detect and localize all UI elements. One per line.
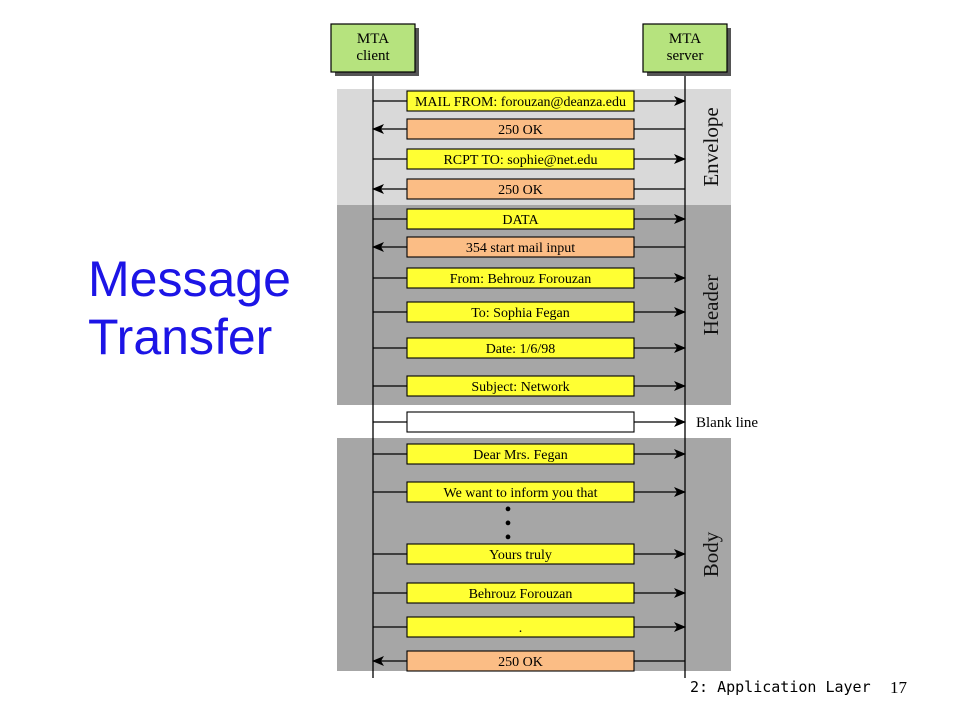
slide-title: Message Transfer bbox=[88, 250, 328, 366]
section-label-body: Body bbox=[699, 531, 723, 577]
section-label-header: Header bbox=[699, 275, 723, 336]
message-text: Yours truly bbox=[489, 548, 552, 563]
mta-client-label-line: MTA bbox=[357, 31, 389, 47]
mta-client-box bbox=[330, 23, 416, 73]
message-box bbox=[406, 543, 635, 565]
message-box bbox=[406, 443, 635, 465]
message-text: . bbox=[519, 621, 523, 636]
message-text: Behrouz Forouzan bbox=[469, 587, 573, 602]
message-box bbox=[406, 90, 635, 112]
message-text: DATA bbox=[502, 213, 539, 228]
ellipsis-dot: • bbox=[504, 527, 511, 549]
message-text: 250 OK bbox=[498, 123, 543, 138]
message-box bbox=[406, 481, 635, 503]
message-blank-line bbox=[373, 411, 686, 433]
message-box bbox=[406, 650, 635, 672]
message-box bbox=[406, 236, 635, 258]
message-box bbox=[406, 178, 635, 200]
footer-chapter-label: 2: Application Layer bbox=[690, 678, 871, 696]
message-text: RCPT TO: sophie@net.edu bbox=[443, 153, 597, 168]
message-box bbox=[406, 616, 635, 638]
message-command: MAIL FROM: forouzan@deanza.edu bbox=[373, 90, 686, 112]
message-text: We want to inform you that bbox=[443, 486, 597, 501]
message-reply: 250 OK bbox=[372, 650, 685, 672]
slide-title-line-1: Message bbox=[88, 251, 291, 307]
section-label-envelope: Envelope bbox=[699, 107, 723, 186]
message-command: Dear Mrs. Fegan bbox=[373, 443, 686, 465]
slide-title-line-2: Transfer bbox=[88, 309, 273, 365]
message-text: 250 OK bbox=[498, 183, 543, 198]
message-text: Dear Mrs. Fegan bbox=[473, 448, 567, 463]
message-box bbox=[406, 301, 635, 323]
message-box bbox=[406, 375, 635, 397]
mta-server-label-line: MTA bbox=[669, 31, 701, 47]
message-command: Date: 1/6/98 bbox=[373, 337, 686, 359]
blank-line-label: Blank line bbox=[696, 415, 758, 431]
ellipsis-dot: • bbox=[504, 499, 511, 521]
mta-client-label-line: client bbox=[356, 48, 390, 64]
message-box bbox=[406, 118, 635, 140]
message-text: From: Behrouz Forouzan bbox=[450, 272, 592, 287]
message-command: To: Sophia Fegan bbox=[373, 301, 686, 323]
message-box bbox=[406, 208, 635, 230]
message-box bbox=[406, 337, 635, 359]
mta-server-label-line: server bbox=[667, 48, 704, 64]
ellipsis-dot: • bbox=[504, 513, 511, 535]
message-text: 250 OK bbox=[498, 655, 543, 670]
message-command: RCPT TO: sophie@net.edu bbox=[373, 148, 686, 170]
message-command: DATA bbox=[373, 208, 686, 230]
message-text: Subject: Network bbox=[471, 380, 569, 395]
message-box bbox=[406, 267, 635, 289]
message-box bbox=[406, 148, 635, 170]
message-command: From: Behrouz Forouzan bbox=[373, 267, 686, 289]
message-box bbox=[406, 582, 635, 604]
message-box bbox=[406, 411, 635, 433]
message-reply: 250 OK bbox=[372, 118, 685, 140]
message-text: To: Sophia Fegan bbox=[471, 306, 570, 321]
message-command: Subject: Network bbox=[373, 375, 686, 397]
message-text: Date: 1/6/98 bbox=[486, 342, 556, 357]
mta-server-box bbox=[642, 23, 728, 73]
message-text: 354 start mail input bbox=[466, 241, 575, 256]
message-reply: 354 start mail input bbox=[372, 236, 685, 258]
message-command: Yours truly bbox=[373, 543, 686, 565]
message-text: MAIL FROM: forouzan@deanza.edu bbox=[415, 95, 626, 110]
page-number: 17 bbox=[890, 678, 907, 697]
message-reply: 250 OK bbox=[372, 178, 685, 200]
message-command: Behrouz Forouzan bbox=[373, 582, 686, 604]
message-command: . bbox=[373, 616, 686, 638]
message-command: We want to inform you that bbox=[373, 481, 686, 503]
